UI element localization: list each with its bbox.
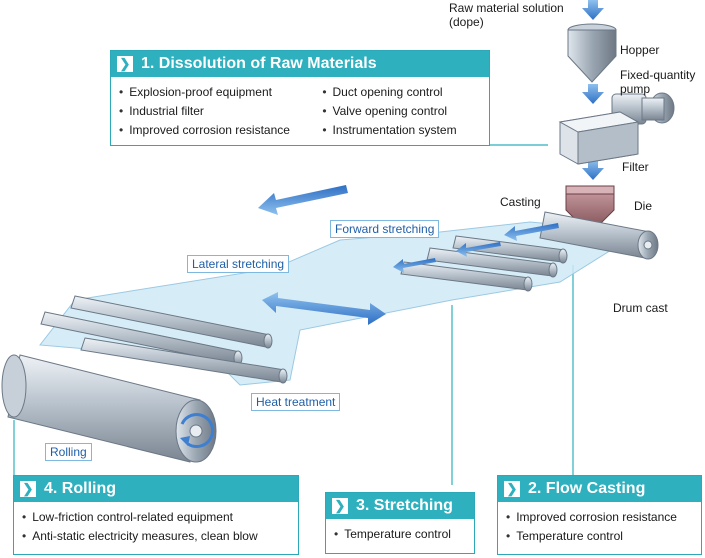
step-flow-casting-header: ❯ 2. Flow Casting — [498, 476, 701, 502]
list-item: Low-friction control-related equipment — [22, 508, 290, 527]
list-item: Valve opening control — [322, 102, 481, 121]
flow-arrows — [258, 185, 559, 325]
list-item: Duct opening control — [322, 83, 481, 102]
step-stretching-title: 3. Stretching — [356, 497, 453, 514]
step-stretching-box: ❯ 3. Stretching Temperature control — [325, 492, 475, 554]
dope-label: (dope) — [449, 15, 484, 29]
filter-label: Filter — [622, 160, 649, 174]
list-item: Industrial filter — [119, 102, 322, 121]
die-label: Die — [634, 199, 653, 213]
flow-casting-list: Improved corrosion resistance Temperatur… — [506, 508, 693, 546]
leader-lines — [13, 144, 574, 485]
list-item: Temperature control — [334, 525, 466, 544]
chevron-right-icon: ❯ — [332, 498, 348, 514]
dissolution-left-list: Explosion-proof equipment Industrial fil… — [119, 83, 322, 140]
heat-treatment-tag: Heat treatment — [251, 393, 341, 411]
lateral-stretching-tag: Lateral stretching — [187, 255, 290, 273]
stretching-list: Temperature control — [334, 525, 466, 544]
list-item: Instrumentation system — [322, 121, 481, 140]
drum-cast-label: Drum cast — [613, 301, 668, 315]
list-item: Anti-static electricity measures, clean … — [22, 527, 290, 546]
step-flow-casting-title: 2. Flow Casting — [528, 480, 646, 497]
step-rolling-title: 4. Rolling — [44, 480, 116, 497]
pump-label-line1: Fixed-quantity — [620, 68, 696, 82]
rolling-list: Low-friction control-related equipment A… — [22, 508, 290, 546]
list-item: Improved corrosion resistance — [506, 508, 693, 527]
filter-unit — [558, 111, 640, 165]
chevron-right-icon: ❯ — [20, 481, 36, 497]
dissolution-right-list: Duct opening control Valve opening contr… — [322, 83, 481, 140]
step-rolling-header: ❯ 4. Rolling — [14, 476, 298, 502]
rolling-cylinder — [1, 354, 217, 463]
die — [565, 185, 615, 225]
casting-label: Casting — [500, 195, 541, 209]
pump-label-line2: pump — [620, 82, 651, 96]
list-item: Temperature control — [506, 527, 693, 546]
chevron-right-icon: ❯ — [504, 481, 520, 497]
list-item: Improved corrosion resistance — [119, 121, 322, 140]
drum-cast — [539, 211, 659, 260]
step-stretching-header: ❯ 3. Stretching — [326, 493, 474, 519]
step-rolling-box: ❯ 4. Rolling Low-friction control-relate… — [13, 475, 299, 555]
chevron-right-icon: ❯ — [117, 56, 133, 72]
feed-arrows — [582, 0, 604, 180]
forward-stretching-tag: Forward stretching — [330, 220, 440, 238]
heat-rollers — [40, 295, 288, 384]
step-dissolution-header: ❯ 1. Dissolution of Raw Materials — [111, 51, 489, 77]
list-item: Explosion-proof equipment — [119, 83, 322, 102]
film-sheet — [39, 221, 642, 386]
rolling-tag: Rolling — [45, 443, 92, 461]
step-flow-casting-box: ❯ 2. Flow Casting Improved corrosion res… — [497, 475, 702, 555]
stretch-rollers — [400, 235, 568, 292]
step-dissolution-title: 1. Dissolution of Raw Materials — [141, 55, 377, 72]
hopper-label: Hopper — [620, 43, 660, 57]
step-dissolution-box: ❯ 1. Dissolution of Raw Materials Explos… — [110, 50, 490, 146]
hopper — [567, 23, 617, 83]
raw-material-label: Raw material solution — [449, 1, 564, 15]
